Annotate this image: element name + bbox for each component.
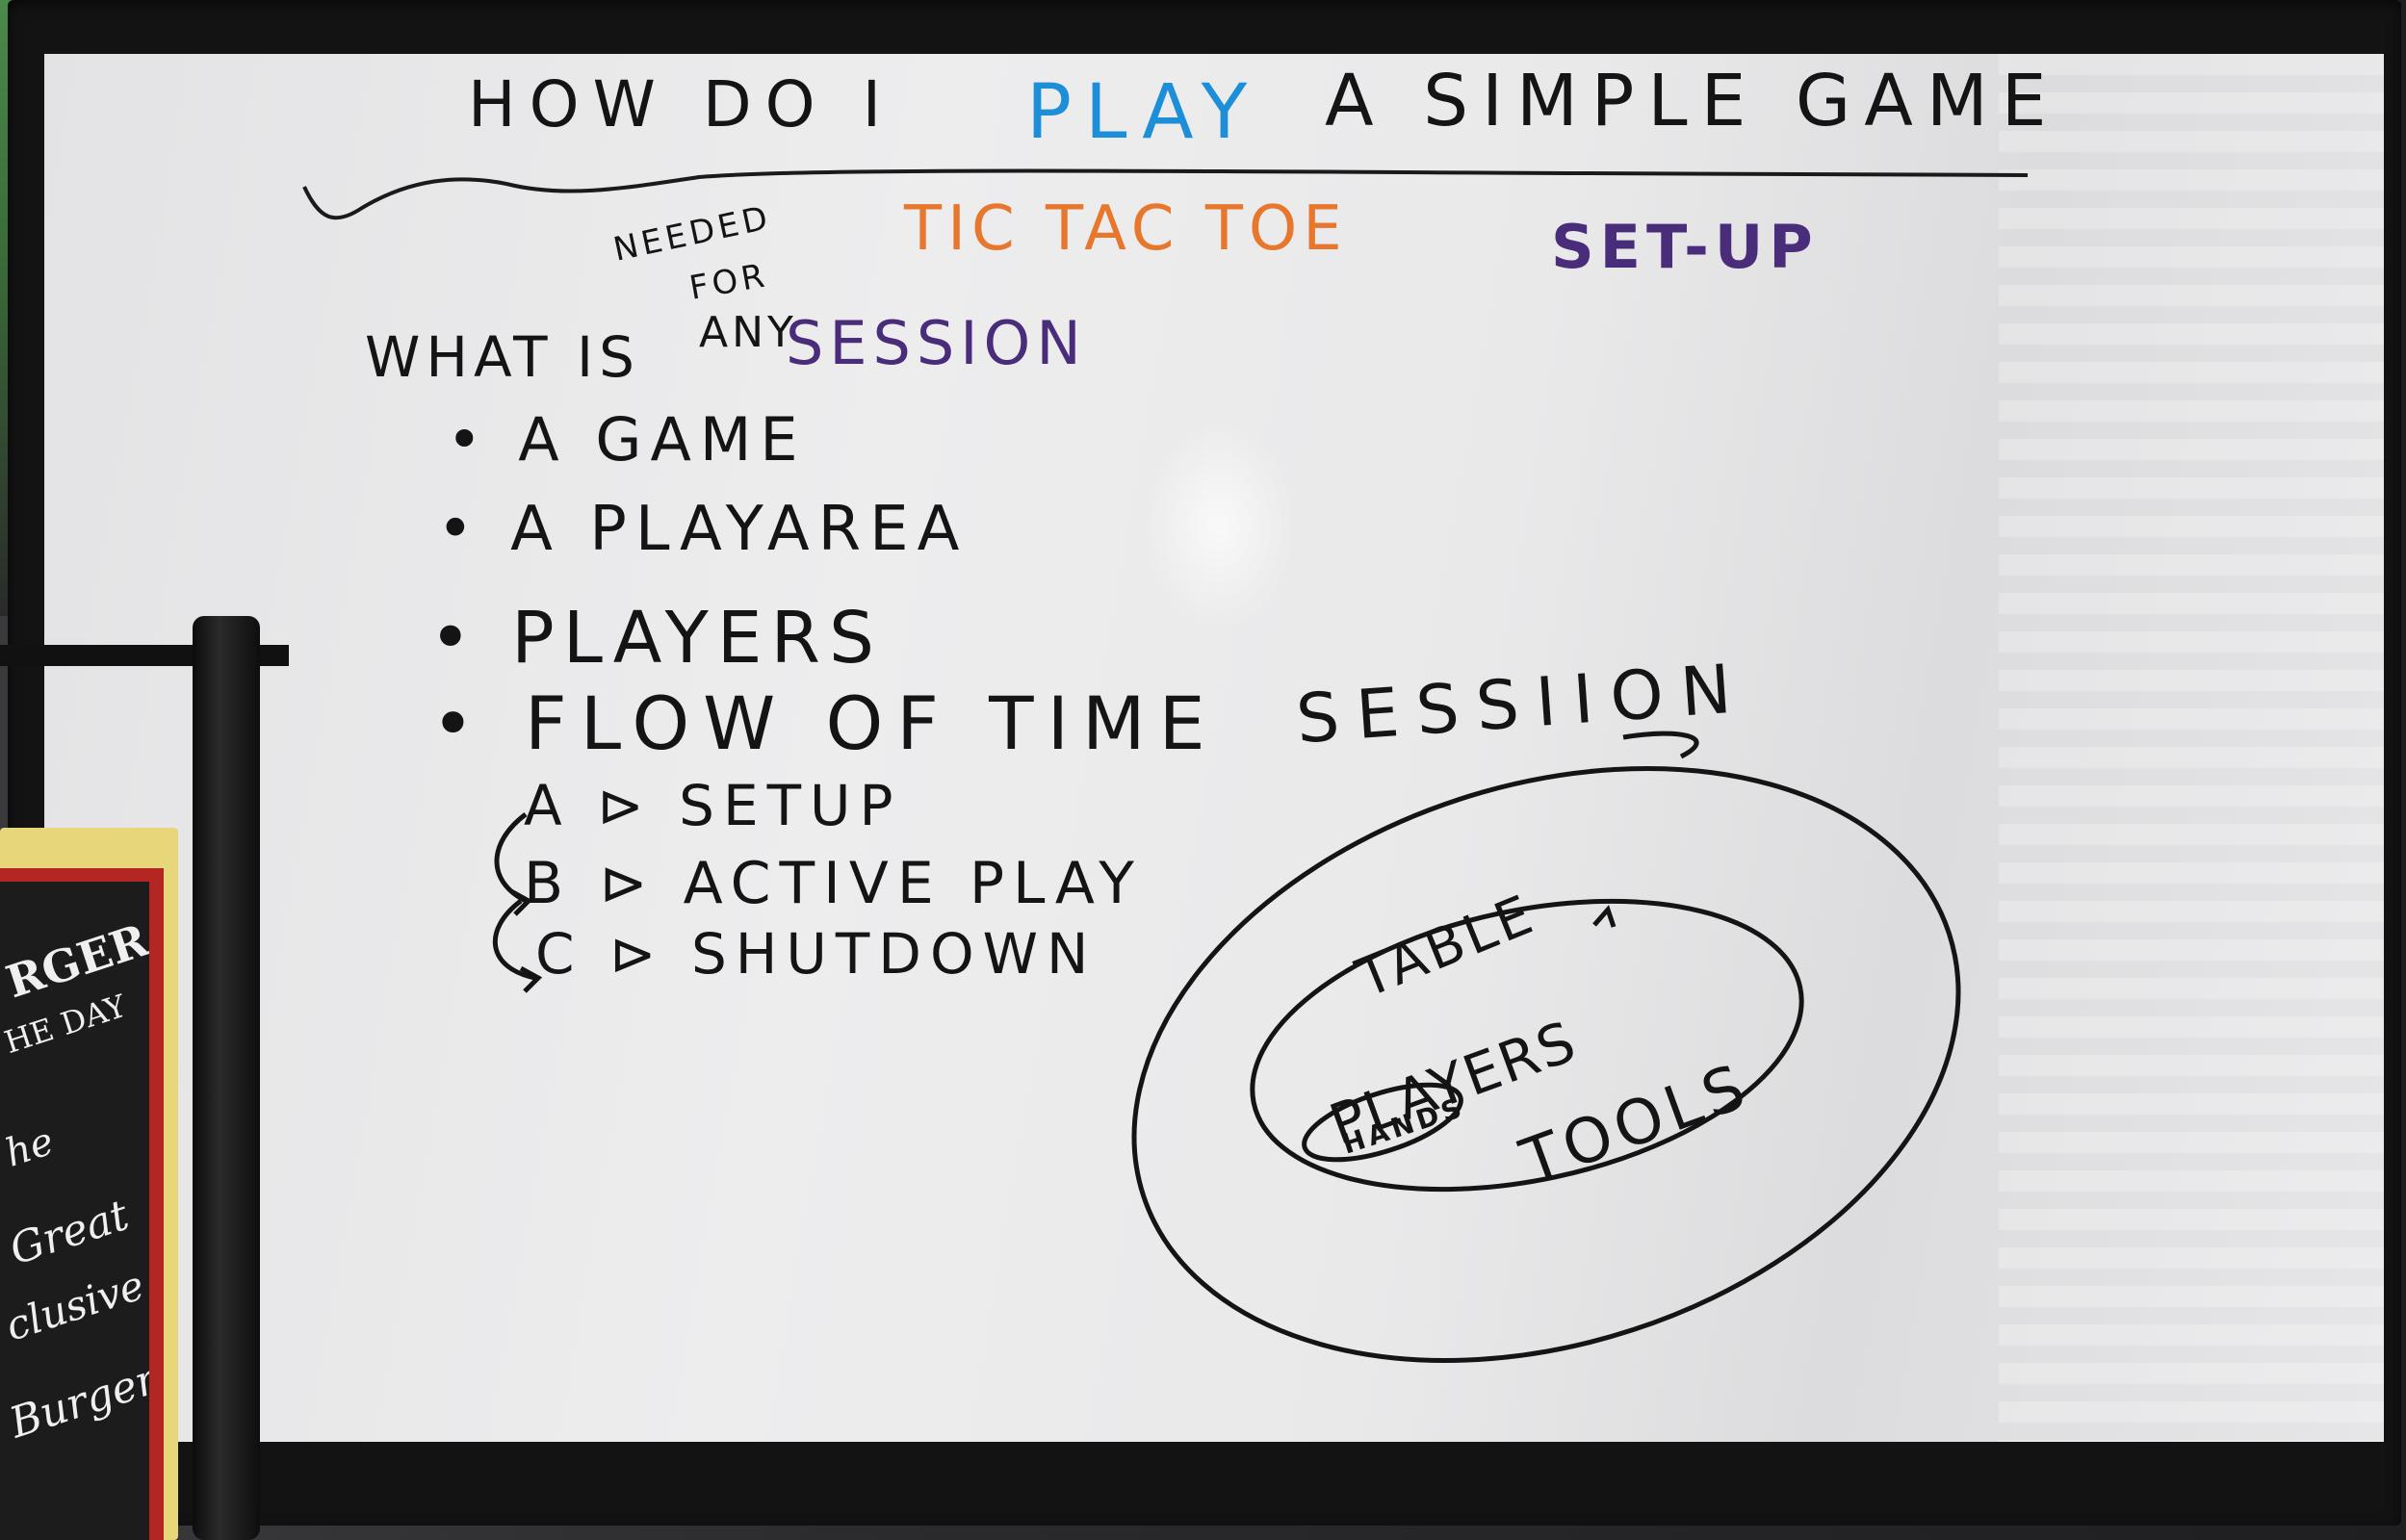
wire-shelf [0,606,298,1540]
whiteboard-frame: HOW DO I PLAY A SIMPLE GAME TIC TAC TOE … [8,0,2401,1526]
sign-line-6: Burger [4,1354,149,1449]
shelf-post [193,616,260,1540]
whiteboard-surface: HOW DO I PLAY A SIMPLE GAME TIC TAC TOE … [44,54,2384,1442]
question-prefix: WHAT IS [365,324,640,390]
sign-line-4: Great [4,1191,135,1275]
phase-active-play: B ⊳ ACTIVE PLAY [524,850,1143,917]
window-reflection [1999,54,2384,1442]
question-session: SESSION [786,308,1087,378]
sign-red-border: RGER HE DAY he Great clusive Burger [0,868,164,1540]
inner-ellipse [1250,898,1804,1193]
title-part1: HOW DO I [468,67,895,141]
subtitle-tic-tac-toe: TIC TAC TOE [904,193,1348,265]
sign-line-1: RGER [0,913,149,1009]
question-insert-any: ANY [699,308,797,357]
title-underline [302,168,2029,220]
phase-arrows [492,812,543,993]
sign-line-5: clusive [0,1261,149,1350]
list-item-game: • A GAME [447,404,807,475]
title-highlight-play: PLAY [1026,69,1261,156]
subtitle-setup: SET-UP [1551,212,1819,282]
list-item-flow-of-time: • FLOW OF TIME [431,680,1219,766]
session-diagram [1131,731,1961,1364]
sign-line-3: he [0,1118,60,1176]
phase-shutdown: C ⊳ SHUTDOWN [535,921,1098,987]
list-item-players: • PLAYERS [429,597,883,680]
phase-setup: A ⊳ SETUP [524,773,902,838]
title-part2: A SIMPLE GAME [1325,60,2060,142]
burger-sign: RGER HE DAY he Great clusive Burger [0,828,178,1540]
list-item-playarea: • A PLAYAREA [437,494,969,565]
sign-chalkboard: RGER HE DAY he Great clusive Burger [0,882,149,1540]
outer-ellipse [1131,765,1961,1364]
light-reflection [1142,420,1296,631]
hands-ellipse [1302,1082,1463,1163]
